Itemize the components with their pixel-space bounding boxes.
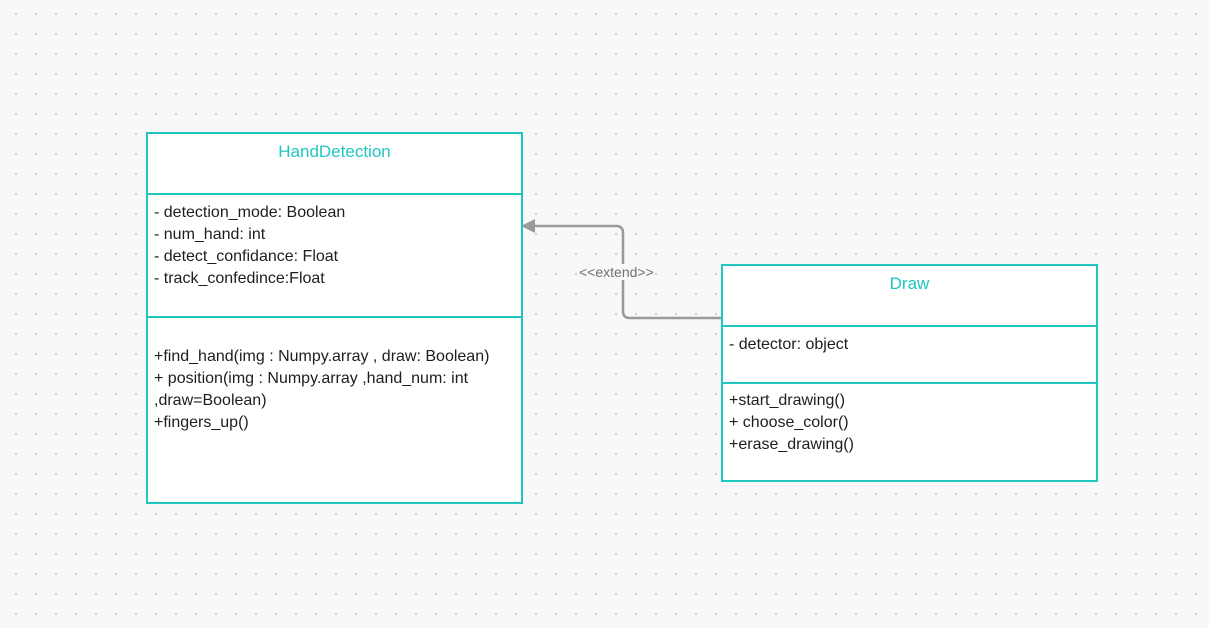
attribute: - track_confedince:Float xyxy=(154,270,325,287)
class-hand-detection[interactable]: HandDetection - detection_mode: Boolean … xyxy=(146,132,523,504)
method: +find_hand(img : Numpy.array , draw: Boo… xyxy=(154,348,490,365)
method: +erase_drawing() xyxy=(729,436,854,453)
extend-label: <<extend>> xyxy=(578,264,655,280)
class-draw-title: Draw xyxy=(723,266,1096,327)
attribute: - detection_mode: Boolean xyxy=(154,204,346,221)
extend-arrowhead xyxy=(521,219,535,233)
attribute: - num_hand: int xyxy=(154,226,266,243)
method: + choose_color() xyxy=(729,414,849,431)
method: +fingers_up() xyxy=(154,414,249,431)
class-draw[interactable]: Draw - detector: object +start_drawing()… xyxy=(721,264,1098,482)
attribute: - detect_confidance: Float xyxy=(154,248,339,265)
class-name: Draw xyxy=(889,274,930,293)
method: + position(img : Numpy.array ,hand_num: … xyxy=(154,370,469,409)
class-draw-attributes: - detector: object xyxy=(723,327,1096,384)
class-name: HandDetection xyxy=(278,142,391,161)
class-hand-detection-methods: +find_hand(img : Numpy.array , draw: Boo… xyxy=(148,318,521,502)
attribute: - detector: object xyxy=(729,336,849,353)
class-hand-detection-title: HandDetection xyxy=(148,134,521,195)
class-draw-methods: +start_drawing() + choose_color() +erase… xyxy=(723,384,1096,480)
class-hand-detection-attributes: - detection_mode: Boolean - num_hand: in… xyxy=(148,195,521,318)
method: +start_drawing() xyxy=(729,392,846,409)
